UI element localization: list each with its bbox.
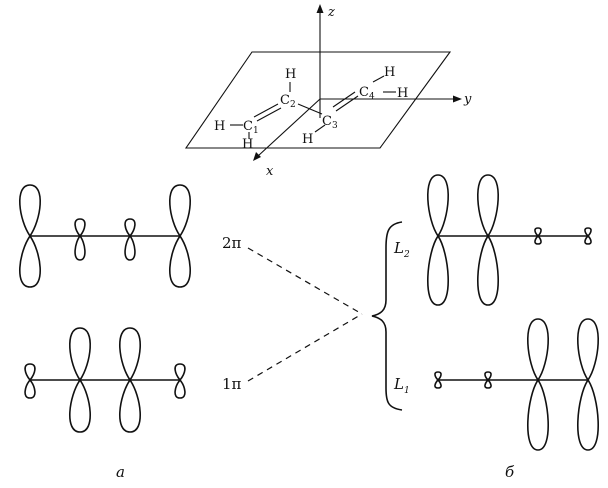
lmo-l1-c3-top-lobe xyxy=(526,318,550,382)
lmo-l2-c3-top-lobe xyxy=(534,227,542,238)
atom-h2: H xyxy=(242,137,253,152)
mo-1pi-c2-bottom-lobe xyxy=(68,378,92,433)
level-1pi-label: 1π xyxy=(222,375,242,393)
mo-2pi-c3-top-lobe xyxy=(124,218,136,238)
atom-h5: H xyxy=(384,65,395,80)
lmo-l1-c1-bottom-lobe xyxy=(434,378,442,389)
lmo-l1-c2-bottom-lobe xyxy=(484,378,492,389)
lmo-l2-c4-bottom-lobe xyxy=(584,234,592,245)
mo-1pi-c1-top-lobe xyxy=(24,363,36,382)
bond-c1-c2-b xyxy=(256,107,282,122)
lmo-l1-c1-top-lobe xyxy=(434,371,442,382)
lmo-l2-c1-top-lobe xyxy=(426,174,450,238)
curly-brace xyxy=(371,221,403,411)
mo-1pi-c3-top-lobe xyxy=(118,327,142,382)
lmo-l1-c4-bottom-lobe xyxy=(577,378,599,451)
panel-a-orbitals xyxy=(18,184,192,433)
lmo-l2-c2-top-lobe xyxy=(476,174,500,238)
correlation-line-1pi xyxy=(247,313,363,382)
atom-h4: H xyxy=(302,132,313,147)
mo-1pi-c4-top-lobe xyxy=(174,363,186,382)
x-axis-arrow xyxy=(253,152,261,161)
bond-c3-c4-a xyxy=(335,95,359,112)
molecular-plane xyxy=(184,51,452,149)
mo-2pi-c2-top-lobe xyxy=(74,218,86,238)
y-axis-arrow xyxy=(453,95,462,103)
mo-2pi-c4-bottom-lobe xyxy=(168,234,192,288)
atom-c1: C1 xyxy=(243,119,259,136)
bond-c2-c3 xyxy=(297,103,323,115)
bond-c3-c4-b xyxy=(332,91,356,108)
lmo-l2-c4-top-lobe xyxy=(584,227,592,238)
panel-label-b: б xyxy=(505,463,515,481)
x-axis-label: x xyxy=(266,164,274,179)
lmo-l2-c3-bottom-lobe xyxy=(534,234,542,245)
mo-2pi-c3-bottom-lobe xyxy=(124,234,136,261)
molecule-plane-group: z y x H C1 H C2 H C3 H C4 H H xyxy=(184,4,472,179)
z-axis-label: z xyxy=(327,5,335,20)
mo-2pi-c1-top-lobe xyxy=(18,184,42,238)
atom-h1: H xyxy=(214,119,225,134)
mo-2pi-c1-bottom-lobe xyxy=(18,234,42,288)
mo-2pi-c4-top-lobe xyxy=(168,184,192,238)
mo-1pi-c4-bottom-lobe xyxy=(174,378,186,399)
lmo-l1-c3-bottom-lobe xyxy=(527,378,549,451)
lmo-l2-c2-bottom-lobe xyxy=(477,234,499,306)
panel-b-orbitals xyxy=(426,174,600,451)
atom-c3: C3 xyxy=(322,114,338,131)
lmo-l1-c4-top-lobe xyxy=(576,318,600,382)
atom-c4: C4 xyxy=(359,85,375,102)
atom-h6: H xyxy=(397,86,408,101)
lmo-l1-c2-top-lobe xyxy=(484,371,492,382)
l1-label: L1 xyxy=(393,375,410,396)
mo-1pi-c1-bottom-lobe xyxy=(24,378,36,399)
mo-1pi-c2-top-lobe xyxy=(68,327,92,382)
z-axis-arrow xyxy=(316,4,324,13)
l2-label: L2 xyxy=(393,239,410,260)
bond-c3-h xyxy=(314,124,326,133)
bond-c1-c2-a xyxy=(253,103,279,118)
correlation-line-2pi xyxy=(247,247,363,315)
lmo-l2-c1-bottom-lobe xyxy=(427,234,449,306)
mo-1pi-c3-bottom-lobe xyxy=(118,378,142,433)
bond-c4-h-upper xyxy=(372,75,385,83)
y-axis-label: y xyxy=(463,92,472,107)
atom-h3: H xyxy=(285,67,296,82)
panel-label-a: а xyxy=(116,463,125,481)
atom-c2: C2 xyxy=(280,93,296,110)
mo-2pi-c2-bottom-lobe xyxy=(74,234,86,261)
level-2pi-label: 2π xyxy=(222,234,242,252)
